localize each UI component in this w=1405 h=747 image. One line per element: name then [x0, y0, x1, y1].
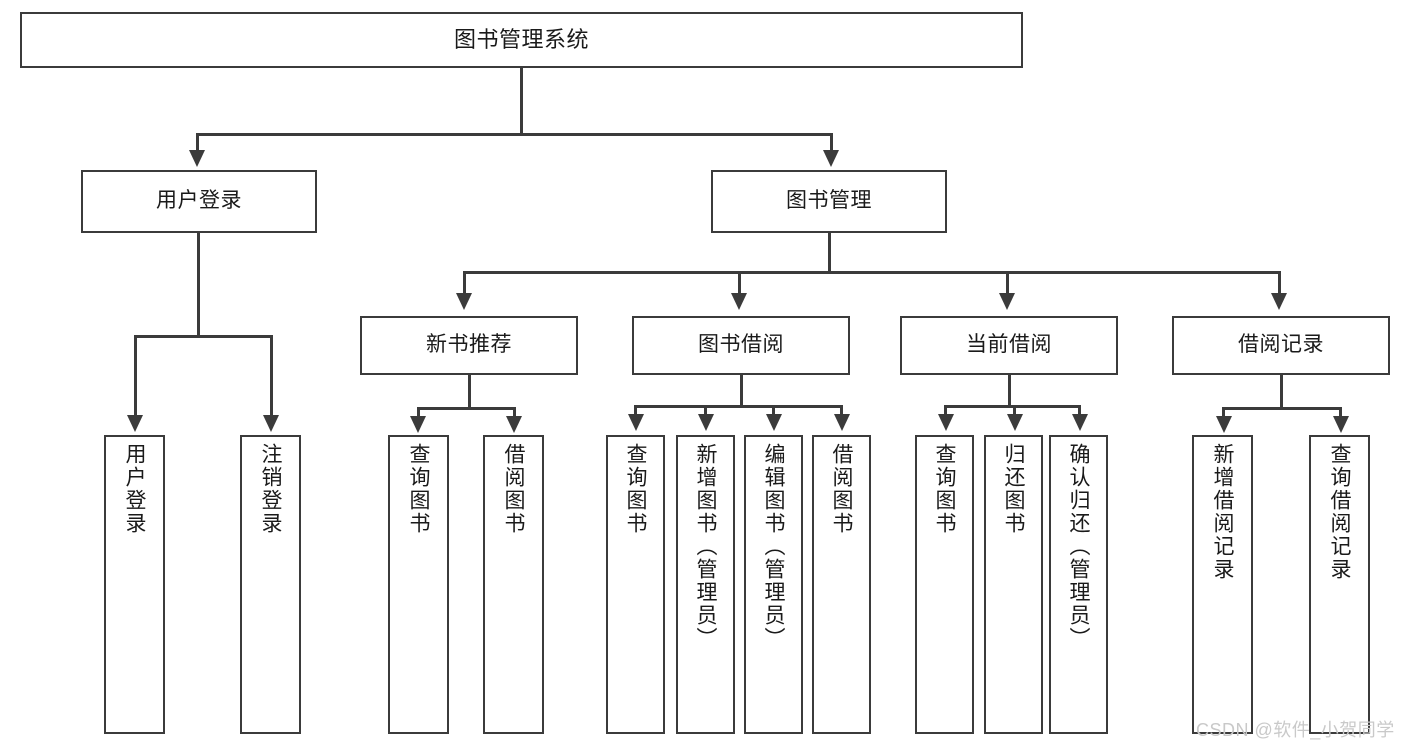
node-label: 查询借阅记录 [1328, 443, 1351, 581]
leaf-logout[interactable]: 注销登录 [240, 435, 301, 734]
arrow-book-borrow-to-leaf-1 [628, 414, 644, 431]
connector-new-book-bus [417, 407, 516, 410]
arrow-borrow-record-to-leaf-2 [1333, 416, 1349, 433]
leaf-add-borrow-record[interactable]: 新增借阅记录 [1192, 435, 1253, 734]
leaf-query-book-borrow[interactable]: 查询图书 [606, 435, 665, 734]
node-label: 图书管理 [786, 189, 872, 213]
arrow-book-mgmt-to-borrow [731, 293, 747, 310]
connector-user-login-to-leaf-1 [134, 335, 137, 418]
connector-borrow-record-stem [1280, 375, 1283, 410]
arrow-book-borrow-to-leaf-3 [766, 414, 782, 431]
node-label: 新书推荐 [426, 333, 512, 357]
watermark: CSDN @软件_小贺同学 [1196, 720, 1395, 740]
connector-borrow-record-to-leaf-2 [1339, 407, 1342, 419]
connector-book-borrow-stem [740, 375, 743, 408]
node-label: 确认归还（管理员） [1067, 443, 1090, 650]
arrow-root-to-book-mgmt [823, 150, 839, 167]
connector-current-borrow-to-leaf-3 [1078, 405, 1081, 417]
leaf-borrow-book-recommend[interactable]: 借阅图书 [483, 435, 544, 734]
connector-book-borrow-to-leaf-4 [840, 405, 843, 417]
connector-root-bus [196, 133, 833, 136]
leaf-query-borrow-record[interactable]: 查询借阅记录 [1309, 435, 1370, 734]
leaf-borrow-book[interactable]: 借阅图书 [812, 435, 871, 734]
leaf-confirm-return-admin[interactable]: 确认归还（管理员） [1049, 435, 1108, 734]
node-new-book-recommend[interactable]: 新书推荐 [360, 316, 578, 375]
connector-book-borrow-to-leaf-2 [704, 405, 707, 417]
connector-borrow-record-to-leaf-1 [1222, 407, 1225, 419]
arrow-new-book-to-leaf-2 [506, 416, 522, 433]
connector-current-borrow-bus [944, 405, 1081, 408]
connector-new-book-to-leaf-1 [417, 407, 420, 419]
connector-book-mgmt-to-record [1278, 271, 1281, 296]
connector-current-borrow-stem [1008, 375, 1011, 408]
arrow-user-login-to-leaf-2 [263, 415, 279, 432]
leaf-query-book-current[interactable]: 查询图书 [915, 435, 974, 734]
connector-root-to-book-mgmt [830, 133, 833, 155]
connector-book-mgmt-to-new-book [463, 271, 466, 296]
arrow-current-borrow-to-leaf-1 [938, 414, 954, 431]
node-label: 借阅图书 [502, 443, 525, 535]
connector-new-book-to-leaf-2 [513, 407, 516, 419]
node-label: 当前借阅 [966, 333, 1052, 357]
node-label: 用户登录 [156, 189, 242, 213]
arrow-book-mgmt-to-record [1271, 293, 1287, 310]
leaf-edit-book-admin[interactable]: 编辑图书（管理员） [744, 435, 803, 734]
connector-root-stem [520, 68, 523, 135]
node-label: 用户登录 [123, 443, 146, 535]
node-label: 图书管理系统 [453, 27, 589, 53]
arrow-current-borrow-to-leaf-3 [1072, 414, 1088, 431]
connector-book-mgmt-to-borrow [738, 271, 741, 296]
connector-user-login-stem [197, 233, 200, 337]
arrow-book-mgmt-to-current [999, 293, 1015, 310]
connector-book-mgmt-bus [463, 271, 1281, 274]
node-book-management[interactable]: 图书管理 [711, 170, 947, 233]
node-borrow-record[interactable]: 借阅记录 [1172, 316, 1390, 375]
connector-user-login-to-leaf-2 [270, 335, 273, 418]
node-label: 新增借阅记录 [1211, 443, 1234, 581]
leaf-user-login[interactable]: 用户登录 [104, 435, 165, 734]
connector-user-login-bus [134, 335, 273, 338]
connector-book-mgmt-to-current [1006, 271, 1009, 296]
node-label: 图书借阅 [698, 333, 784, 357]
connector-book-borrow-bus [634, 405, 842, 408]
arrow-book-mgmt-to-new-book [456, 293, 472, 310]
connector-new-book-stem [468, 375, 471, 410]
node-label: 归还图书 [1002, 443, 1025, 535]
connector-borrow-record-bus [1222, 407, 1342, 410]
node-label: 借阅记录 [1238, 333, 1324, 357]
arrow-user-login-to-leaf-1 [127, 415, 143, 432]
connector-root-to-user-login [196, 133, 199, 155]
connector-book-borrow-to-leaf-1 [634, 405, 637, 417]
connector-current-borrow-to-leaf-2 [1013, 405, 1016, 417]
node-label: 编辑图书（管理员） [762, 443, 785, 650]
arrow-book-borrow-to-leaf-2 [698, 414, 714, 431]
node-label: 注销登录 [259, 443, 282, 535]
leaf-add-book-admin[interactable]: 新增图书（管理员） [676, 435, 735, 734]
connector-book-mgmt-stem [828, 233, 831, 273]
arrow-root-to-user-login [189, 150, 205, 167]
node-label: 查询图书 [407, 443, 430, 535]
node-root-system[interactable]: 图书管理系统 [20, 12, 1023, 68]
connector-current-borrow-to-leaf-1 [944, 405, 947, 417]
arrow-book-borrow-to-leaf-4 [834, 414, 850, 431]
arrow-new-book-to-leaf-1 [410, 416, 426, 433]
node-label: 新增图书（管理员） [694, 443, 717, 650]
node-current-borrow[interactable]: 当前借阅 [900, 316, 1118, 375]
node-label: 查询图书 [624, 443, 647, 535]
arrow-current-borrow-to-leaf-2 [1007, 414, 1023, 431]
node-label: 查询图书 [933, 443, 956, 535]
leaf-return-book[interactable]: 归还图书 [984, 435, 1043, 734]
node-user-login[interactable]: 用户登录 [81, 170, 317, 233]
connector-book-borrow-to-leaf-3 [772, 405, 775, 417]
node-book-borrow[interactable]: 图书借阅 [632, 316, 850, 375]
leaf-query-book-recommend[interactable]: 查询图书 [388, 435, 449, 734]
node-label: 借阅图书 [830, 443, 853, 535]
arrow-borrow-record-to-leaf-1 [1216, 416, 1232, 433]
